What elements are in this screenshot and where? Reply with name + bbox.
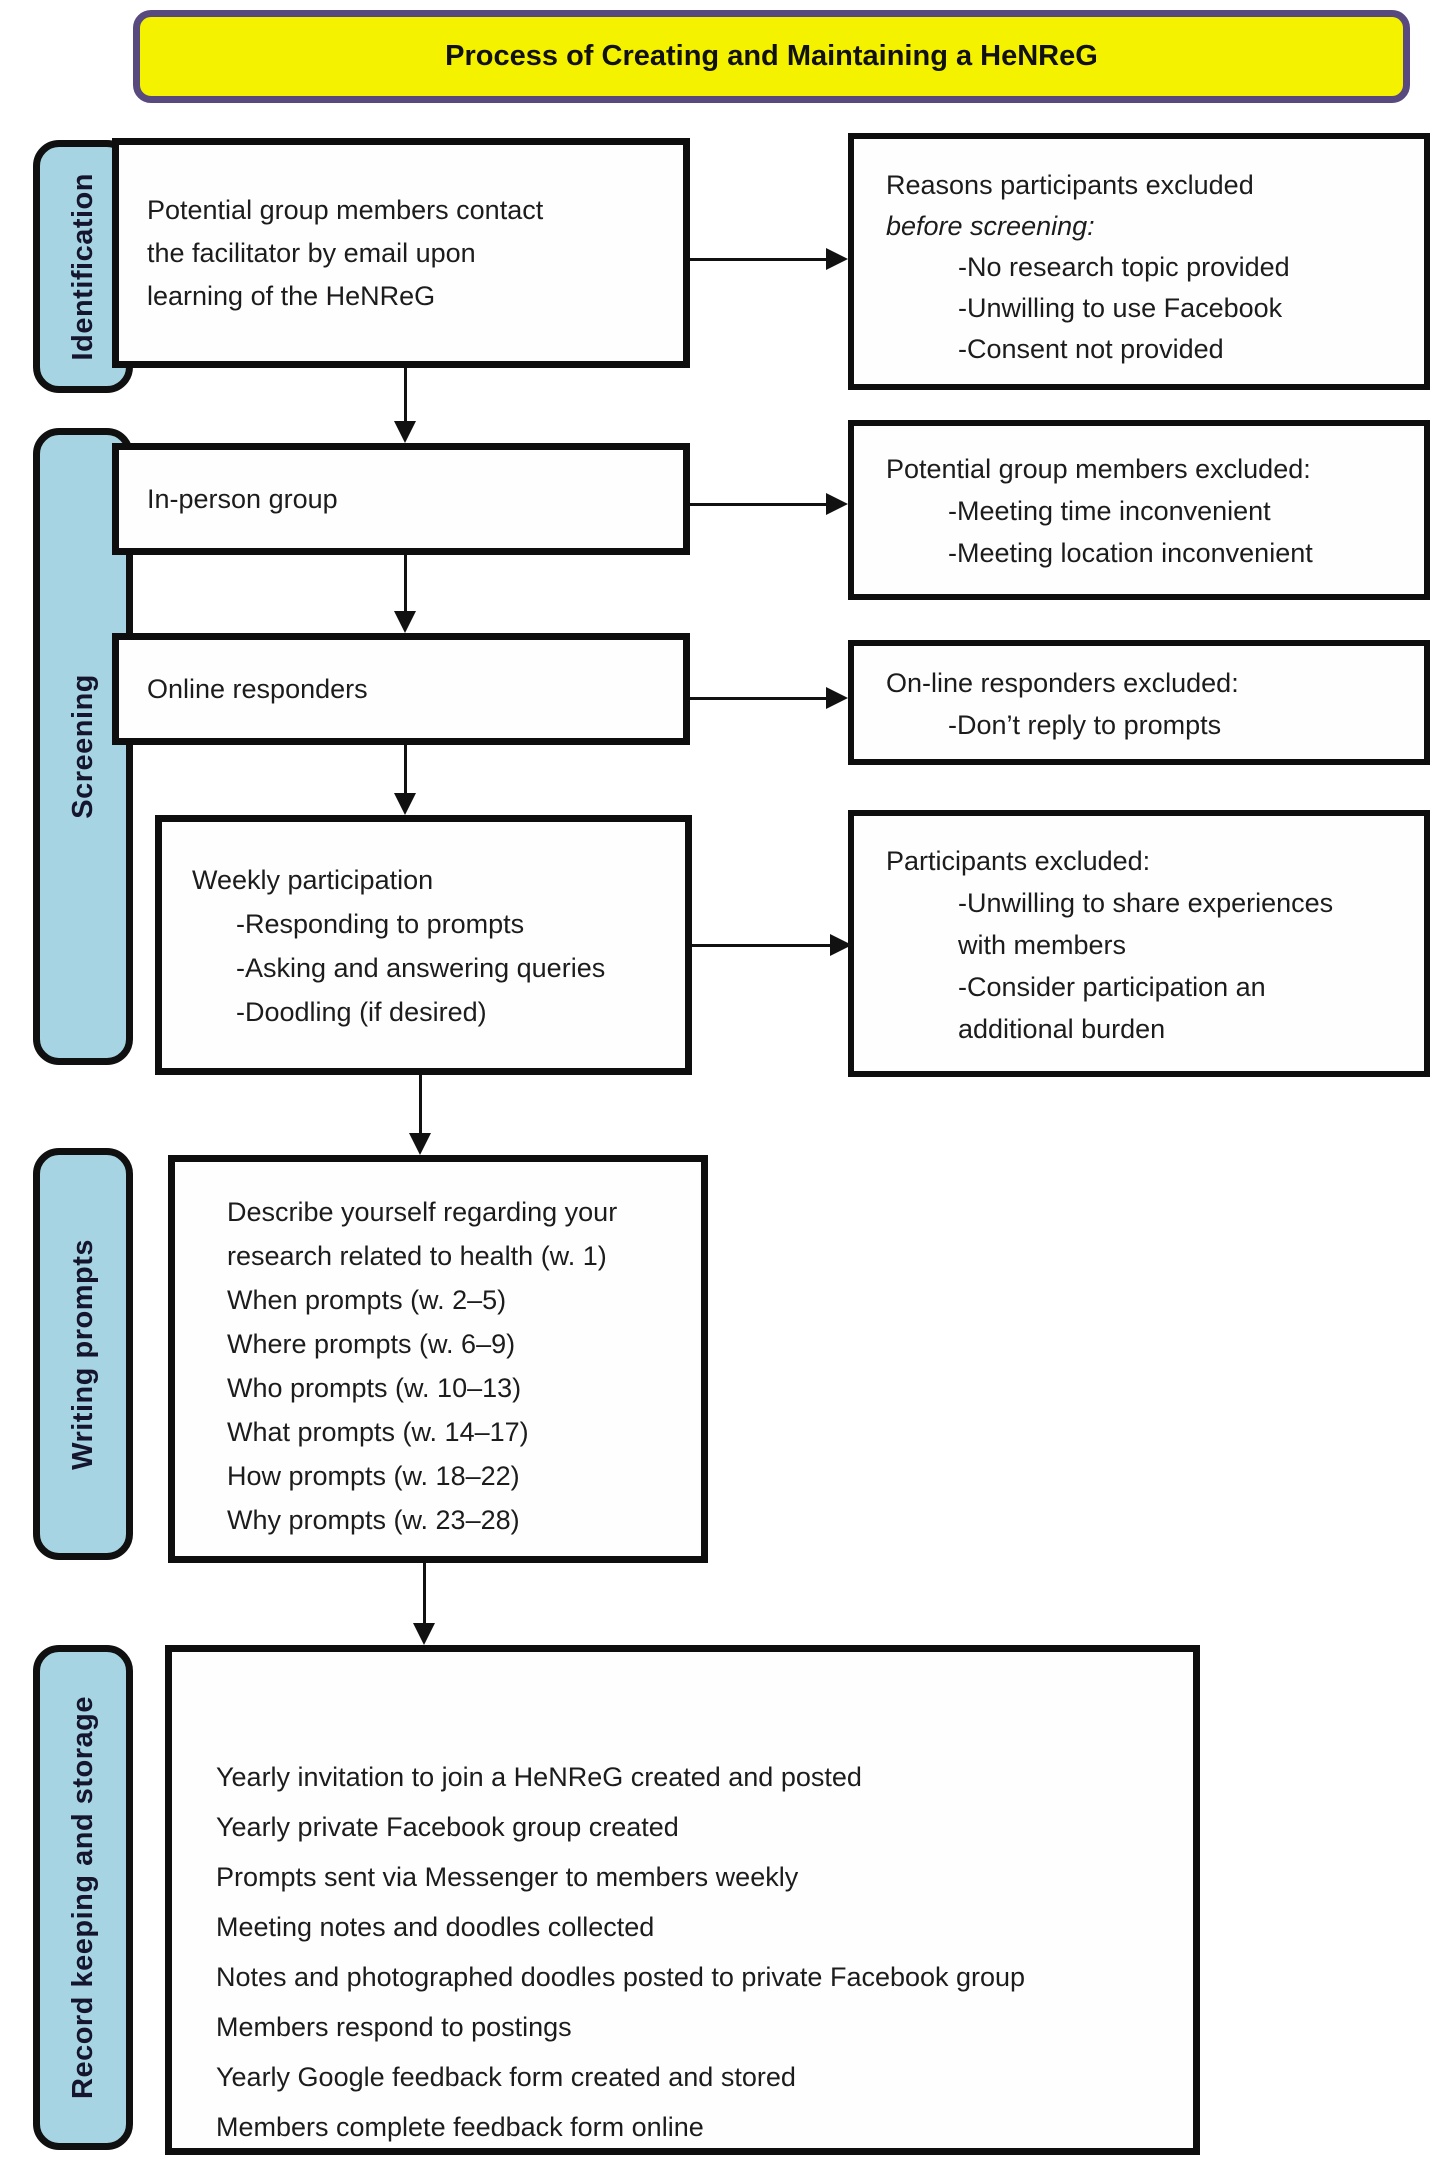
flow-box-weekly-bullet: -Asking and answering queries (236, 953, 606, 983)
flow-box-weekly-participation: Weekly participation -Responding to prom… (155, 815, 692, 1075)
stage-label-record-keeping: Record keeping and storage (33, 1645, 133, 2150)
flow-box-contact: Potential group members contact the faci… (112, 138, 690, 368)
flow-box-weekly-heading: Weekly participation (192, 865, 434, 895)
stage-label-record-keeping-text: Record keeping and storage (66, 1696, 99, 2099)
arrow-online-to-weekly (404, 745, 407, 795)
writing-prompt-line: Who prompts (w. 10–13) (227, 1373, 522, 1403)
exclusion-box-in-person: Potential group members excluded: -Meeti… (848, 420, 1430, 600)
arrowhead-contact-to-exclusion (826, 248, 848, 270)
stage-label-screening-text: Screening (66, 674, 99, 819)
exclusion-box-online: On-line responders excluded: -Don’t repl… (848, 640, 1430, 765)
stage-label-writing-prompts: Writing prompts (33, 1148, 133, 1560)
arrowhead-contact-to-in-person (394, 421, 416, 443)
exclusion-bullet: -Don’t reply to prompts (948, 710, 1222, 740)
flow-box-weekly-bullet: -Doodling (if desired) (236, 997, 487, 1027)
record-keeping-line: Members respond to postings (216, 2012, 572, 2042)
exclusion-heading: Reasons participants excluded (886, 170, 1254, 200)
flow-box-contact-line: Potential group members contact (147, 194, 544, 225)
exclusion-box-before-screening: Reasons participants excluded before scr… (848, 133, 1430, 390)
flow-box-weekly-bullet: -Responding to prompts (236, 909, 525, 939)
exclusion-heading: Participants excluded: (886, 846, 1151, 876)
flow-box-record-keeping: Yearly invitation to join a HeNReG creat… (165, 1645, 1200, 2155)
record-keeping-line: Yearly invitation to join a HeNReG creat… (216, 1762, 862, 1792)
writing-prompt-line: What prompts (w. 14–17) (227, 1417, 529, 1447)
flow-box-contact-line: the facilitator by email upon (147, 237, 476, 268)
writing-prompt-line: Describe yourself regarding your (227, 1197, 618, 1227)
arrowhead-in-person-to-online (394, 611, 416, 633)
arrow-weekly-to-exclusion (692, 944, 832, 947)
writing-prompt-line: Where prompts (w. 6–9) (227, 1329, 516, 1359)
record-keeping-line: Notes and photographed doodles posted to… (216, 1962, 1026, 1992)
writing-prompt-line: research related to health (w. 1) (227, 1241, 607, 1271)
flow-box-in-person-group: In-person group (112, 443, 690, 555)
record-keeping-line: Prompts sent via Messenger to members we… (216, 1862, 799, 1892)
arrowhead-writing-to-records (413, 1623, 435, 1645)
stage-label-identification-text: Identification (66, 172, 99, 361)
exclusion-subheading: before screening: (886, 211, 1095, 241)
arrow-contact-to-in-person (404, 368, 407, 423)
title-banner: Process of Creating and Maintaining a He… (133, 10, 1410, 103)
arrowhead-online-to-exclusion (826, 687, 848, 709)
exclusion-bullet: -Unwilling to share experiences with mem… (958, 888, 1334, 960)
exclusion-bullet: -Consider participation an additional bu… (958, 972, 1266, 1044)
arrow-writing-to-records (423, 1563, 426, 1625)
arrow-weekly-to-writing (419, 1075, 422, 1135)
exclusion-heading: Potential group members excluded: (886, 454, 1311, 484)
writing-prompt-line: How prompts (w. 18–22) (227, 1461, 520, 1491)
record-keeping-line: Meeting notes and doodles collected (216, 1912, 655, 1942)
flow-box-in-person-group-label: In-person group (147, 483, 338, 514)
arrowhead-weekly-to-writing (409, 1133, 431, 1155)
stage-label-writing-prompts-text: Writing prompts (66, 1238, 99, 1470)
exclusion-bullet: -No research topic provided (958, 252, 1290, 282)
arrow-online-to-exclusion (690, 697, 828, 700)
arrow-in-person-to-online (404, 555, 407, 613)
exclusion-bullet: -Consent not provided (958, 334, 1224, 364)
exclusion-heading: On-line responders excluded: (886, 668, 1239, 698)
exclusion-bullet: -Meeting location inconvenient (948, 538, 1313, 568)
arrow-in-person-to-exclusion (690, 503, 828, 506)
exclusion-bullet: -Unwilling to use Facebook (958, 293, 1283, 323)
exclusion-box-weekly: Participants excluded: -Unwilling to sha… (848, 810, 1430, 1077)
arrow-contact-to-exclusion (690, 258, 828, 261)
arrowhead-in-person-to-exclusion (826, 493, 848, 515)
flow-box-online-responders: Online responders (112, 633, 690, 745)
flow-box-writing-prompts: Describe yourself regarding your researc… (168, 1155, 708, 1563)
arrowhead-weekly-to-exclusion (830, 934, 852, 956)
flow-box-online-responders-label: Online responders (147, 673, 368, 704)
exclusion-bullet: -Meeting time inconvenient (948, 496, 1271, 526)
record-keeping-line: Yearly private Facebook group created (216, 1812, 679, 1842)
record-keeping-line: Members complete feedback form online (216, 2112, 704, 2142)
writing-prompt-line: When prompts (w. 2–5) (227, 1285, 507, 1315)
arrowhead-online-to-weekly (394, 793, 416, 815)
title-text: Process of Creating and Maintaining a He… (445, 40, 1098, 72)
flow-box-contact-line: learning of the HeNReG (147, 280, 436, 311)
writing-prompt-line: Why prompts (w. 23–28) (227, 1505, 520, 1535)
record-keeping-line: Yearly Google feedback form created and … (216, 2062, 796, 2092)
